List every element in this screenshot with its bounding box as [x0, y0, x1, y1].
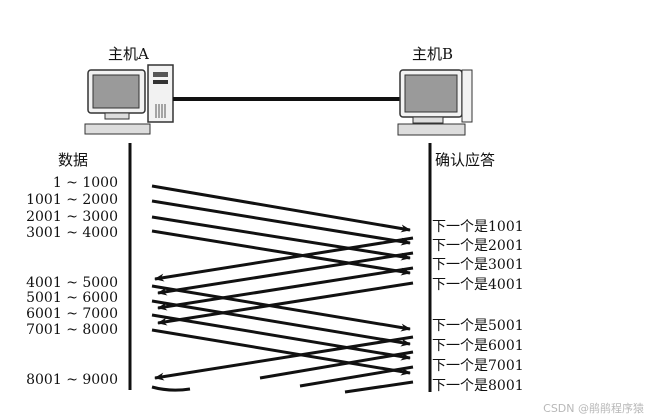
- ack-header: 确认应答: [435, 151, 496, 169]
- ack-label: 下一个是4001: [432, 277, 524, 293]
- data-segment-label: 1001 ~ 2000: [26, 192, 118, 208]
- data-segment-label: 1 ~ 1000: [52, 175, 118, 191]
- ack-arrow: [344, 380, 414, 394]
- data-segment-label: 8001 ~ 9000: [26, 372, 118, 388]
- data-arrow: [151, 184, 411, 233]
- ack-label: 下一个是2001: [432, 238, 524, 254]
- ack-label: 下一个是3001: [432, 257, 524, 273]
- ack-arrow: [154, 236, 414, 282]
- ack-arrow: [157, 266, 414, 311]
- data-segment-label: 7001 ~ 8000: [26, 322, 118, 338]
- host-a-computer-icon: [84, 64, 174, 135]
- data-segment-label: 3001 ~ 4000: [26, 225, 118, 241]
- host-a-label: 主机A: [108, 45, 149, 63]
- ack-label: 下一个是1001: [432, 219, 524, 235]
- data-segment-label: 6001 ~ 7000: [26, 306, 118, 322]
- data-arrow: [151, 199, 411, 246]
- watermark: CSDN @鹃鹃程序猿: [543, 402, 644, 415]
- data-segment-label: 2001 ~ 3000: [26, 209, 118, 225]
- ack-arrow: [154, 335, 414, 381]
- ack-arrow: [157, 251, 414, 296]
- ack-label: 下一个是5001: [432, 318, 524, 334]
- data-segment-label: 4001 ~ 5000: [26, 275, 118, 291]
- data-header: 数据: [58, 151, 89, 169]
- ack-label: 下一个是7001: [432, 358, 524, 374]
- data-arrow: [151, 215, 411, 261]
- data-arrow: [151, 229, 411, 276]
- ack-label: 下一个是8001: [432, 378, 524, 394]
- host-b-computer-icon: [397, 69, 473, 136]
- data-arrow: [151, 299, 411, 347]
- data-arrow: [151, 284, 411, 332]
- ack-arrow: [259, 350, 414, 380]
- ack-arrow: [299, 365, 414, 388]
- ack-label: 下一个是6001: [432, 338, 524, 354]
- data-arrow: [151, 385, 191, 392]
- host-b-label: 主机B: [412, 45, 454, 63]
- data-arrow: [151, 313, 411, 361]
- data-segment-label: 5001 ~ 6000: [26, 290, 118, 306]
- data-arrow: [151, 328, 411, 376]
- ack-arrow: [157, 281, 414, 326]
